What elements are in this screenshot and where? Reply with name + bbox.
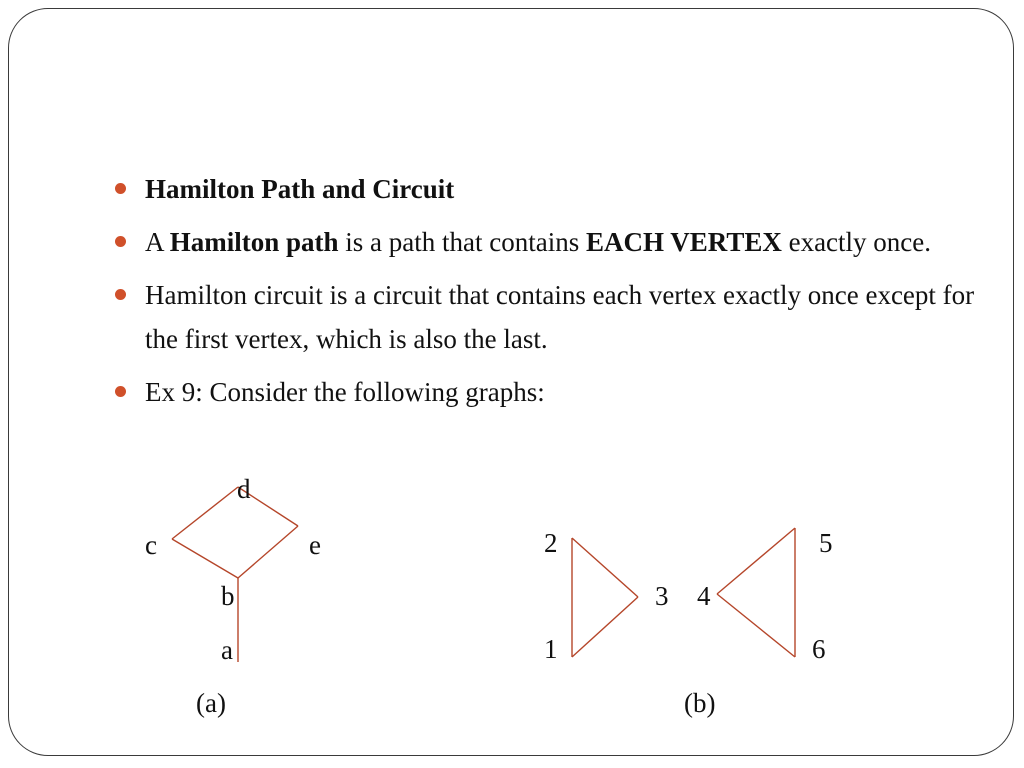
bullet-item: Ex 9: Consider the following graphs: <box>115 370 975 414</box>
bullet-text-run: A <box>145 227 170 257</box>
bullet-text-run: Hamilton Path and Circuit <box>145 174 455 204</box>
graph-b-caption: (b) <box>684 688 716 718</box>
bullet-text-run: exactly once. <box>781 227 932 257</box>
graph-a-caption: (a) <box>196 688 226 718</box>
bullet-text: A Hamilton path is a path that contains … <box>145 227 931 257</box>
graph-a-vertex-d: d <box>237 474 251 504</box>
bullet-text: Ex 9: Consider the following graphs: <box>145 377 545 407</box>
slide-frame <box>8 8 1014 756</box>
bullet-text-run: Ex 9: Consider the following graphs: <box>145 377 545 407</box>
graph-a-vertex-a: a <box>221 635 233 665</box>
bullet-dot-icon <box>115 289 126 300</box>
graph-a-edge-b-c <box>171 538 239 579</box>
bullet-text: Hamilton Path and Circuit <box>145 174 454 204</box>
graph-b-edge-v3-v1 <box>571 596 639 658</box>
graph-a-edge-e-b <box>237 525 299 579</box>
graph-a-vertex-e: e <box>309 530 321 560</box>
bullet-text: Hamilton circuit is a circuit that conta… <box>145 280 974 354</box>
graph-a-edge-c-d <box>171 486 239 540</box>
bullet-text-run: Hamilton circuit is a circuit that conta… <box>145 280 975 354</box>
graph-a-vertex-b: b <box>221 581 235 611</box>
graph-a-vertex-c: c <box>145 530 157 560</box>
graph-b-vertex-3: 3 <box>655 581 669 611</box>
graph-b-vertex-5: 5 <box>819 528 833 558</box>
graph-b-edge-v4-v5 <box>716 527 796 595</box>
graph-b-vertex-2: 2 <box>544 528 558 558</box>
bullet-list: Hamilton Path and Circuit A Hamilton pat… <box>115 167 975 423</box>
graph-b-vertex-4: 4 <box>697 581 711 611</box>
bullet-item: A Hamilton path is a path that contains … <box>115 220 975 264</box>
bullet-dot-icon <box>115 236 126 247</box>
graph-b-edge-v2-v3 <box>571 537 639 598</box>
graph-a-edges <box>171 486 299 662</box>
graph-b-edges <box>571 527 796 658</box>
graph-b-vertex-1: 1 <box>544 634 558 664</box>
bullet-text-run: EACH VERTEX <box>586 227 782 257</box>
bullet-item: Hamilton Path and Circuit <box>115 167 975 211</box>
bullet-item: Hamilton circuit is a circuit that conta… <box>115 273 975 361</box>
graph-b-vertex-6: 6 <box>812 634 826 664</box>
bullet-dot-icon <box>115 386 126 397</box>
bullet-text-run: Hamilton path <box>169 227 339 257</box>
graph-b-edge-v6-v4 <box>716 593 796 658</box>
bullet-dot-icon <box>115 183 126 194</box>
bullet-text-run: is a path that contains <box>338 227 586 257</box>
graph-a-edge-d-e <box>237 486 299 527</box>
